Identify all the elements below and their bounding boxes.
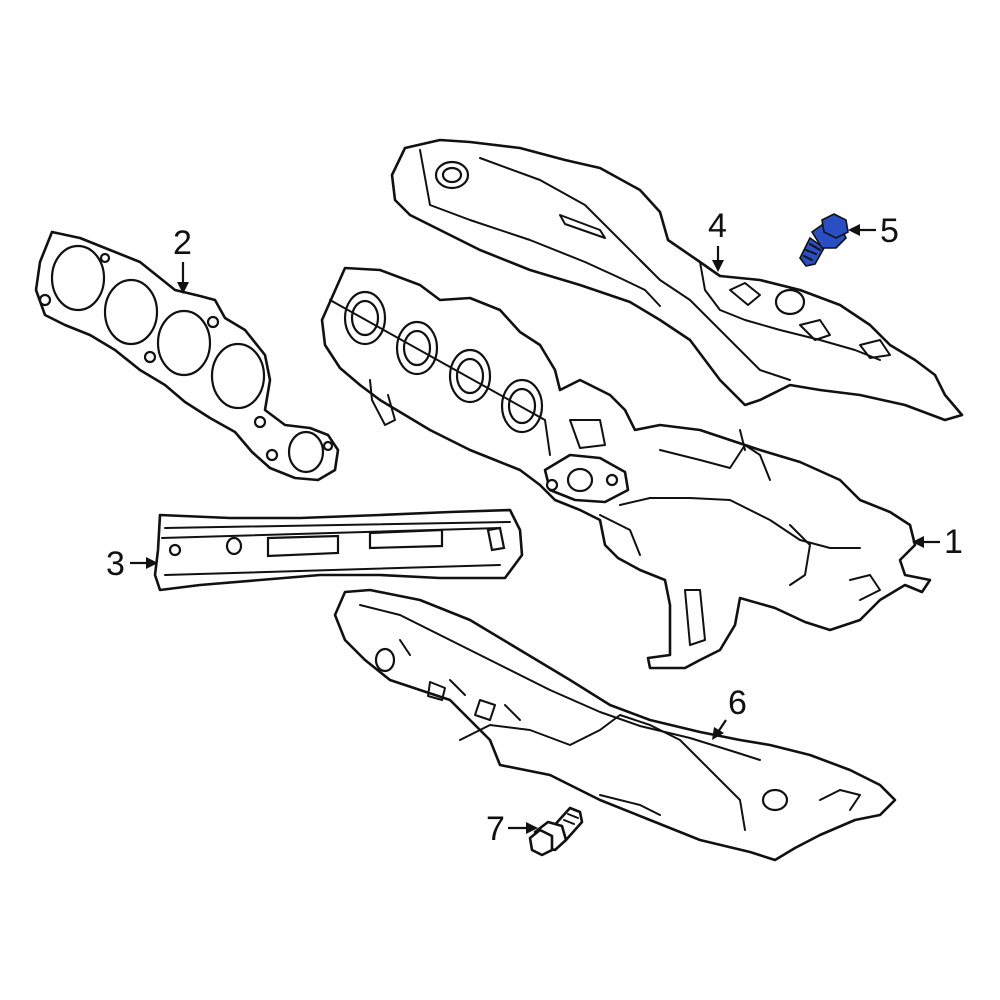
part-6-lower-heat-shield[interactable] [333,588,897,862]
callout-5[interactable]: 5 [848,212,899,250]
part-7-bolt[interactable] [528,806,584,857]
callout-4-label: 4 [708,207,727,245]
bolt-5-head [821,213,849,239]
part-5-bolt[interactable] [799,213,849,267]
callout-6[interactable]: 6 [712,684,747,740]
callout-3[interactable]: 3 [106,545,158,583]
callout-7-label: 7 [486,810,505,848]
callout-2-label: 2 [173,224,192,262]
callout-7[interactable]: 7 [486,810,538,848]
part-4-upper-heat-shield[interactable] [390,138,964,422]
callout-6-label: 6 [728,684,747,722]
part-1-exhaust-manifold[interactable] [320,266,932,670]
part-3-bracket[interactable] [153,508,524,592]
callout-5-label: 5 [880,212,899,250]
part-2-gasket[interactable] [34,230,340,482]
callout-1[interactable]: 1 [912,523,963,561]
callout-3-label: 3 [106,545,125,583]
callout-2[interactable]: 2 [173,224,192,294]
callout-1-label: 1 [944,523,963,561]
callout-4[interactable]: 4 [708,207,727,272]
